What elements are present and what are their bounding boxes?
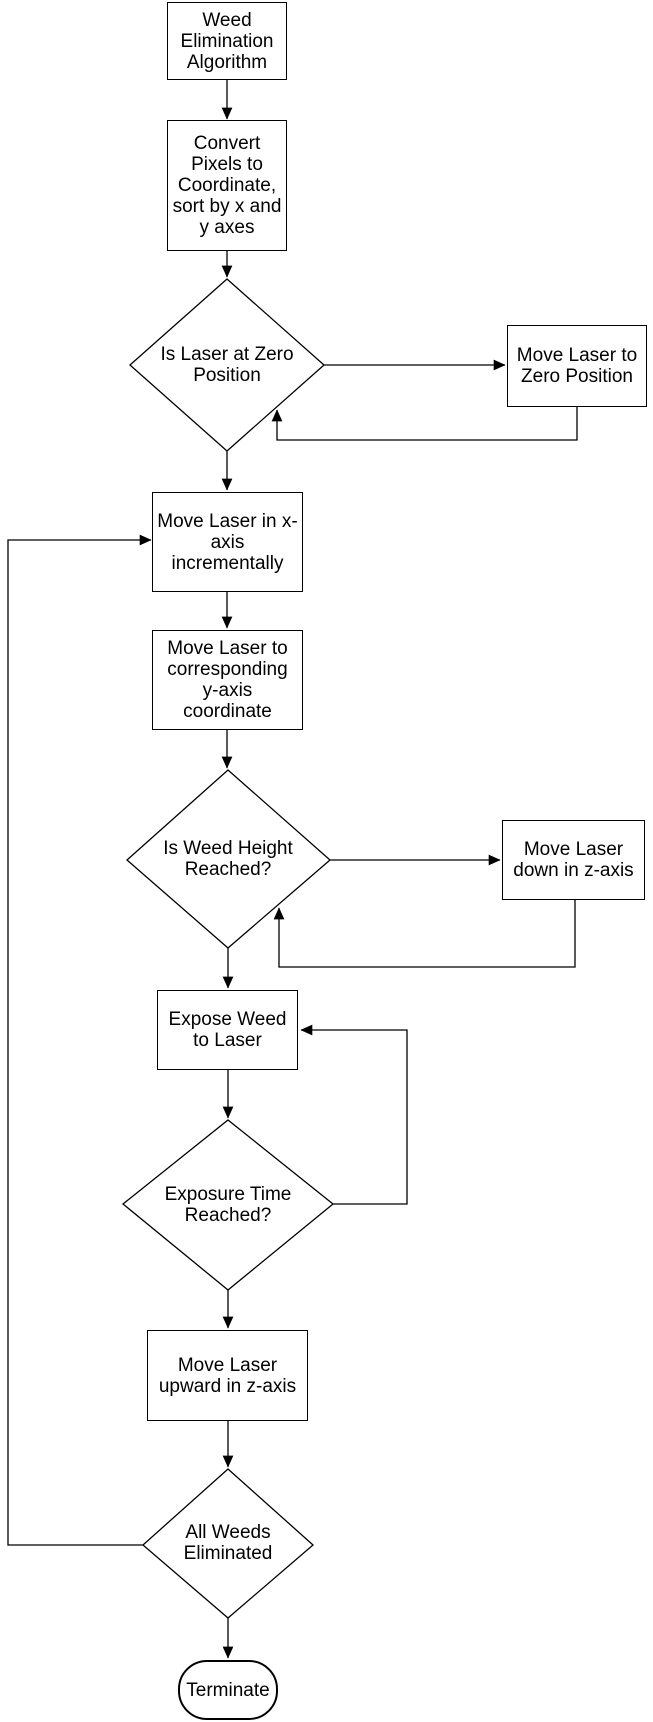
decision-label-is-weed-height-reached: Is Weed Height Reached? bbox=[163, 838, 293, 880]
edge-move-zero-laser-zero-check bbox=[271, 407, 578, 441]
node-move-laser-y: Move Laser to corresponding y-axis coord… bbox=[152, 630, 303, 730]
node-move-laser-z-down: Move Laser down in z-axis bbox=[502, 820, 645, 900]
decision-label-all-weeds-eliminated: All Weeds Eliminated bbox=[183, 1522, 273, 1564]
node-convert-pixels: Convert Pixels to Coordinate, sort by x … bbox=[167, 120, 287, 251]
decision-shape-all-weeds-eliminated bbox=[142, 1468, 314, 1619]
decision-label-is-laser-at-zero: Is Laser at Zero Position bbox=[160, 344, 294, 386]
edge-all-weeds-check-move-x bbox=[7, 534, 152, 1546]
decision-shape-exposure-time-reached bbox=[121, 1119, 335, 1291]
node-start: Weed Elimination Algorithm bbox=[167, 2, 287, 80]
node-expose-weed: Expose Weed to Laser bbox=[157, 990, 298, 1070]
decision-shape-is-laser-at-zero bbox=[129, 278, 325, 452]
node-move-laser-z-up: Move Laser upward in z-axis bbox=[147, 1330, 308, 1421]
decision-shape-is-weed-height-reached bbox=[126, 769, 331, 949]
edge-exposure-time-check-expose bbox=[300, 1024, 408, 1205]
node-terminate: Terminate bbox=[178, 1660, 278, 1720]
edge-move-z-down-weed-height-check bbox=[273, 900, 576, 968]
node-move-laser-zero: Move Laser to Zero Position bbox=[507, 325, 647, 407]
decision-label-exposure-time-reached: Exposure Time Reached? bbox=[164, 1184, 292, 1226]
node-move-laser-x: Move Laser in x- axis incrementally bbox=[152, 492, 303, 592]
